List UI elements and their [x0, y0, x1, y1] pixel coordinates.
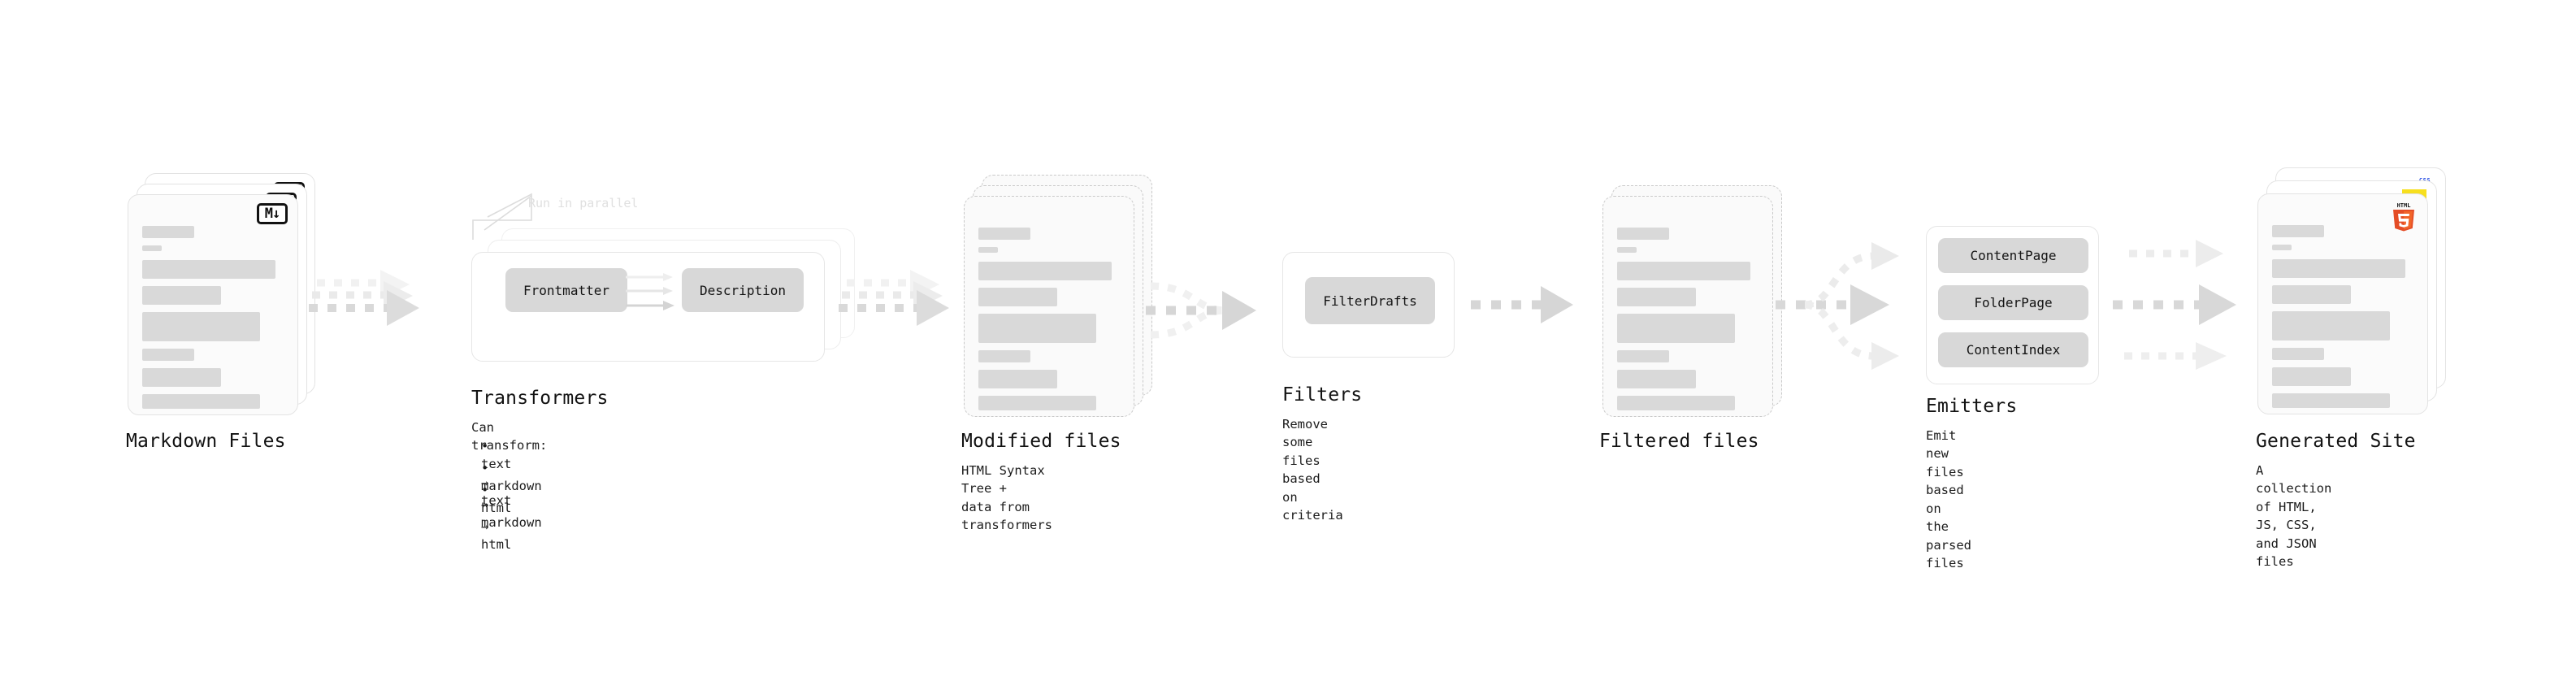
arrow-emitters-to-site	[2113, 240, 2236, 370]
filtered-card-front	[1602, 196, 1773, 417]
transformers-bullet-3: • html → html	[481, 483, 512, 553]
markdown-card-front: M↓	[128, 194, 298, 415]
filtered-card-skeleton	[1617, 228, 1759, 410]
modified-card-skeleton	[978, 228, 1121, 410]
emitter-pill-contentpage[interactable]: ContentPage	[1938, 238, 2088, 273]
modified-card-front	[964, 196, 1134, 417]
markdown-files-title: Markdown Files	[126, 431, 286, 452]
site-card-html: HTML	[2257, 193, 2428, 414]
markdown-card-skeleton	[142, 226, 284, 409]
run-in-parallel-label: Run in parallel	[528, 196, 639, 210]
emitter-pill-contentindex[interactable]: ContentIndex	[1938, 332, 2088, 367]
filters-panel: FilterDrafts	[1282, 252, 1455, 358]
transformer-pill-frontmatter[interactable]: Frontmatter	[505, 268, 627, 312]
emitter-pill-folderpage[interactable]: FolderPage	[1938, 285, 2088, 320]
emitters-title: Emitters	[1926, 396, 2018, 417]
html5-badge: HTML	[2390, 201, 2418, 232]
parallel-leader-line	[472, 193, 532, 240]
filters-subtitle: Remove some files based on criteria	[1282, 417, 1343, 523]
generated-site-title: Generated Site	[2256, 431, 2416, 452]
transformers-subtitle: Can transform:	[471, 420, 548, 453]
transformer-pill-description[interactable]: Description	[682, 268, 804, 312]
modified-files-subtitle: HTML Syntax Tree + data from transformer…	[961, 463, 1052, 533]
modified-files-title: Modified files	[961, 431, 1121, 452]
transformers-bullet-1: • text → text	[481, 439, 512, 509]
filtered-files-title: Filtered files	[1599, 431, 1759, 452]
filters-title: Filters	[1282, 384, 1363, 406]
transformer-inner-arrows	[626, 273, 674, 310]
arrow-filtered-to-emitters	[1776, 242, 1899, 370]
markdown-badge: M↓	[257, 203, 288, 224]
transformers-bullet-2: • markdown → markdown	[481, 461, 542, 531]
generated-site-subtitle: A collection of HTML, JS, CSS, and JSON …	[2256, 463, 2332, 570]
arrow-modified-to-filters	[1146, 282, 1256, 339]
arrow-markdown-to-transformers	[309, 270, 419, 326]
filter-pill-filterdrafts[interactable]: FilterDrafts	[1305, 277, 1435, 324]
emitters-panel: ContentPage FolderPage ContentIndex	[1926, 226, 2099, 384]
site-card-skeleton	[2272, 225, 2414, 408]
arrow-filters-to-filtered	[1471, 286, 1573, 323]
emitters-subtitle: Emit new files based on the parsed files	[1926, 428, 1971, 571]
arrow-transformers-to-modified	[839, 270, 949, 326]
transformers-title: Transformers	[471, 388, 609, 409]
svg-text:HTML: HTML	[2397, 202, 2411, 209]
